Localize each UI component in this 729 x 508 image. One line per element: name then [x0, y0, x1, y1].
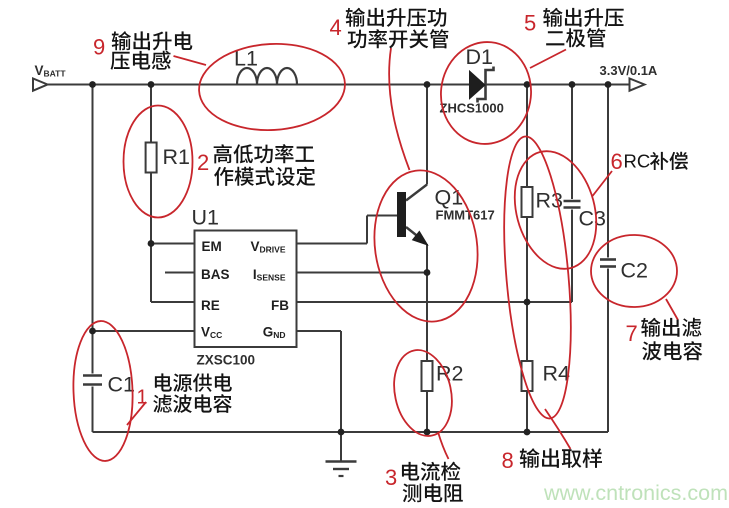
svg-text:3: 3: [385, 465, 397, 490]
svg-text:L1: L1: [234, 47, 258, 71]
svg-text:8: 8: [502, 448, 514, 473]
svg-text:R1: R1: [163, 145, 190, 169]
svg-text:1: 1: [137, 387, 148, 409]
svg-text:RE: RE: [201, 298, 220, 313]
svg-text:FB: FB: [271, 298, 289, 313]
svg-text:6: 6: [611, 149, 623, 174]
svg-text:C2: C2: [621, 259, 648, 283]
svg-text:VBATT: VBATT: [35, 63, 67, 79]
svg-text:4: 4: [330, 15, 342, 40]
svg-text:www.cntronics.com: www.cntronics.com: [543, 481, 728, 505]
svg-text:ZHCS1000: ZHCS1000: [440, 101, 504, 116]
svg-text:Q1: Q1: [435, 186, 464, 210]
svg-text:EM: EM: [202, 239, 222, 254]
svg-text:9: 9: [93, 35, 105, 60]
svg-text:D1: D1: [466, 45, 493, 69]
svg-text:C1: C1: [108, 373, 135, 397]
svg-text:U1: U1: [192, 206, 219, 230]
svg-text:BAS: BAS: [201, 267, 230, 282]
svg-text:FMMT617: FMMT617: [436, 208, 495, 223]
svg-text:3.3V/0.1A: 3.3V/0.1A: [600, 63, 658, 78]
svg-text:5: 5: [524, 11, 536, 36]
svg-text:GND: GND: [263, 325, 286, 341]
svg-text:ISENSE: ISENSE: [253, 267, 286, 283]
svg-text:7: 7: [626, 321, 638, 346]
svg-text:2: 2: [197, 150, 209, 175]
svg-text:RC: RC: [624, 151, 651, 172]
svg-text:ZXSC100: ZXSC100: [197, 353, 256, 368]
svg-text:C3: C3: [579, 207, 607, 231]
svg-text:R4: R4: [543, 362, 571, 386]
svg-text:VDRIVE: VDRIVE: [251, 239, 286, 255]
